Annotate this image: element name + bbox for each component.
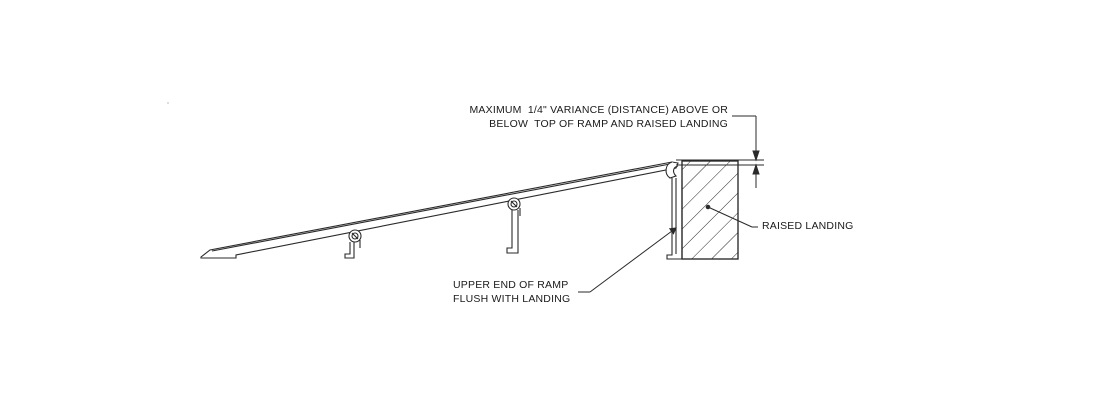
variance-dimension <box>732 115 760 188</box>
upper-end-leader <box>578 227 677 293</box>
support-leg-2 <box>506 197 521 254</box>
variance-label-line-1: MAXIMUM 1/4" VARIANCE (DISTANCE) ABOVE O… <box>469 104 728 116</box>
ramp-plate <box>200 161 679 259</box>
support-leg-1 <box>344 229 362 259</box>
upper-end-label-line-2: FLUSH WITH LANDING <box>453 293 571 305</box>
ramp-upper-lip <box>665 161 683 260</box>
speck <box>167 102 169 104</box>
variance-label-line-2: BELOW TOP OF RAMP AND RAISED LANDING <box>489 118 728 130</box>
raised-landing-label: RAISED LANDING <box>762 220 854 232</box>
upper-end-label-line-1: UPPER END OF RAMP <box>453 279 569 291</box>
top-reference-lines <box>676 159 764 166</box>
raised-landing-block <box>681 160 739 260</box>
raised-landing-leader <box>705 204 758 228</box>
